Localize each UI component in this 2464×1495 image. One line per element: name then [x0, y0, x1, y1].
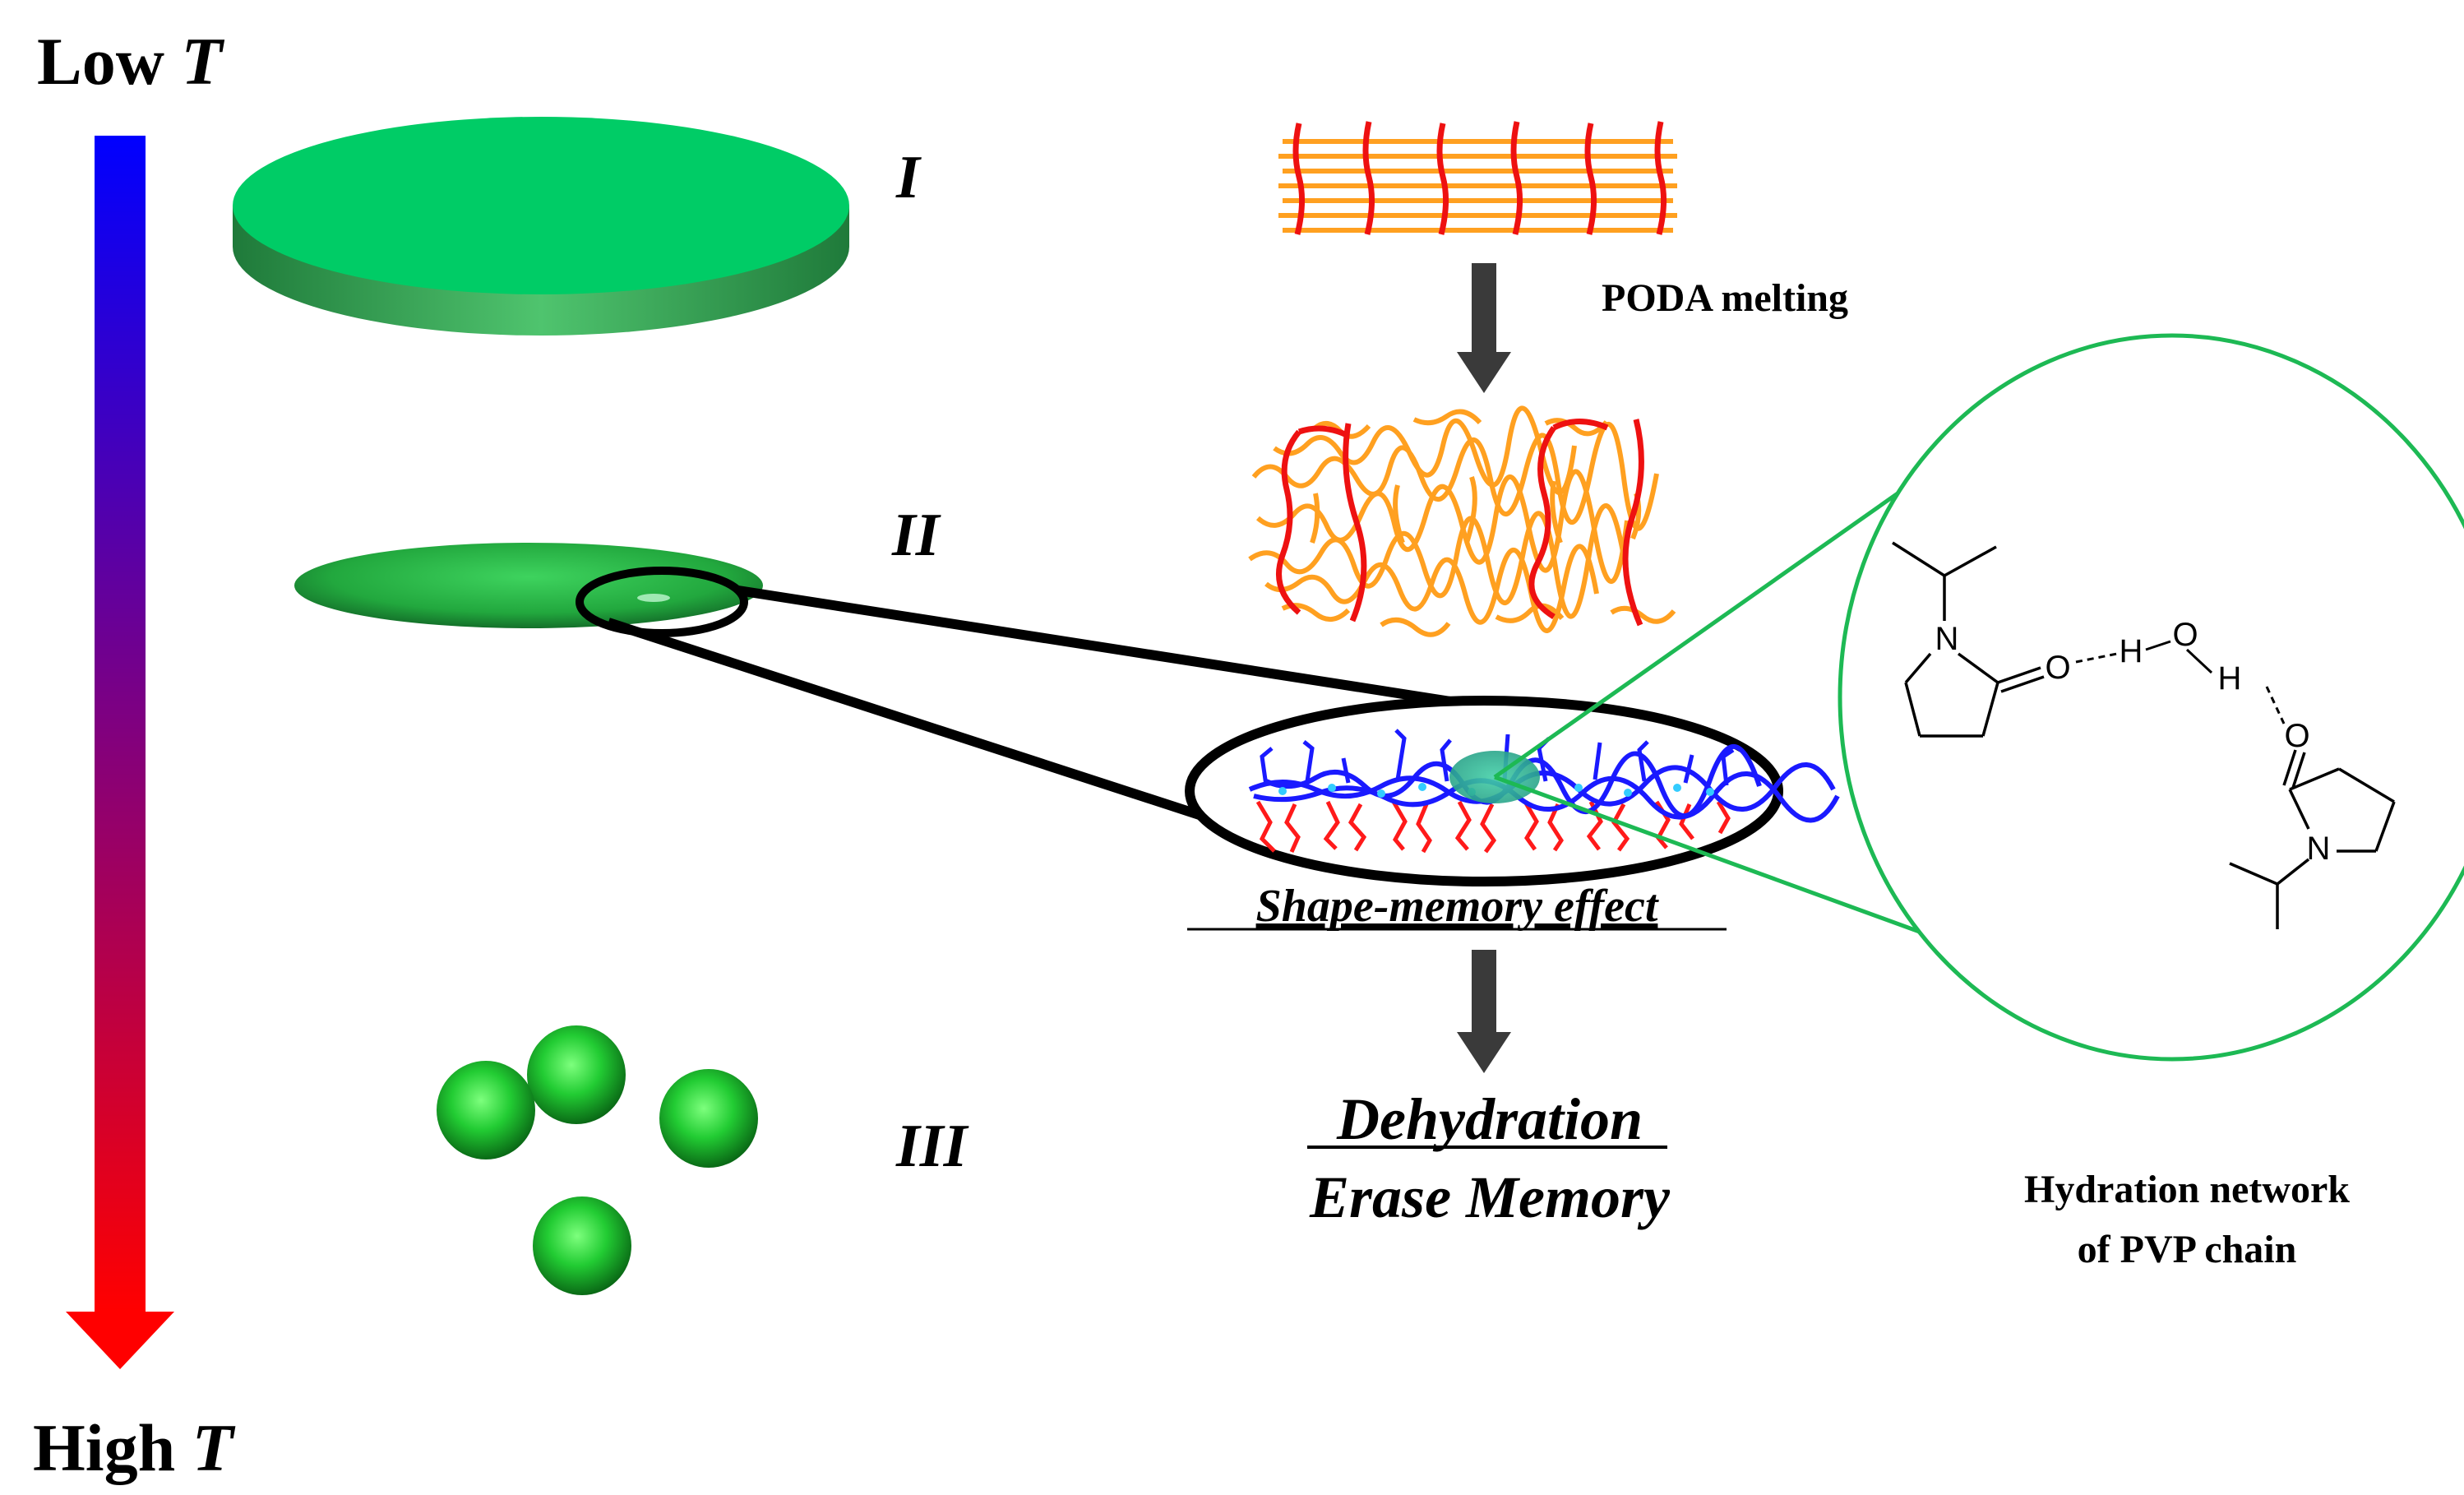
- melting-arrow: [1457, 263, 1511, 393]
- sphere: [533, 1196, 631, 1295]
- stage-i-label: I: [895, 144, 922, 211]
- atom-label: O: [2284, 718, 2309, 754]
- stage-iii-spheres: [437, 1025, 758, 1295]
- atom-label: N: [2307, 831, 2331, 867]
- temperature-arrow-head: [66, 1312, 174, 1369]
- high-t-label: High T: [33, 1410, 236, 1485]
- interface-zoom: [1185, 696, 1840, 886]
- sphere: [527, 1025, 626, 1124]
- erase-memory-label: Erase Memory: [1309, 1164, 1671, 1230]
- sphere: [437, 1061, 535, 1159]
- atom-label: N: [1935, 621, 1959, 657]
- poda-ordered-structure: [1278, 121, 1677, 235]
- sphere: [659, 1069, 758, 1168]
- shape-memory-label: Shape-memory effect: [1256, 881, 1659, 932]
- atom-label: H: [2218, 660, 2242, 697]
- stage-iii-label: III: [895, 1113, 969, 1180]
- dehydration-arrow: [1457, 950, 1511, 1073]
- poda-melting-label: PODA melting: [1602, 276, 1848, 320]
- inset-caption-line1: Hydration network: [2024, 1168, 2350, 1211]
- temperature-axis: Low T High T: [33, 24, 236, 1485]
- inset-callout-line: [1494, 775, 1970, 952]
- stage-ii-disc: [294, 543, 763, 628]
- inset-callout-line: [1493, 442, 1968, 780]
- inset-circle: [1838, 333, 2464, 1062]
- low-t-label: Low T: [37, 24, 224, 99]
- atom-label: H: [2120, 633, 2143, 669]
- temperature-gradient-bar: [95, 136, 146, 1312]
- stage-i-disc: [233, 117, 849, 336]
- atom-label: O: [2172, 617, 2198, 653]
- zoom-callout: [576, 567, 1472, 833]
- poda-melted-structure: [1248, 405, 1676, 637]
- dehydration-label: Dehydration: [1336, 1086, 1643, 1152]
- inset-caption-line2: of PVP chain: [2078, 1228, 2297, 1271]
- hydration-network-inset: N O H O H O N: [1838, 333, 2464, 1062]
- atom-label: O: [2045, 650, 2070, 686]
- stage-ii-label: II: [891, 502, 941, 569]
